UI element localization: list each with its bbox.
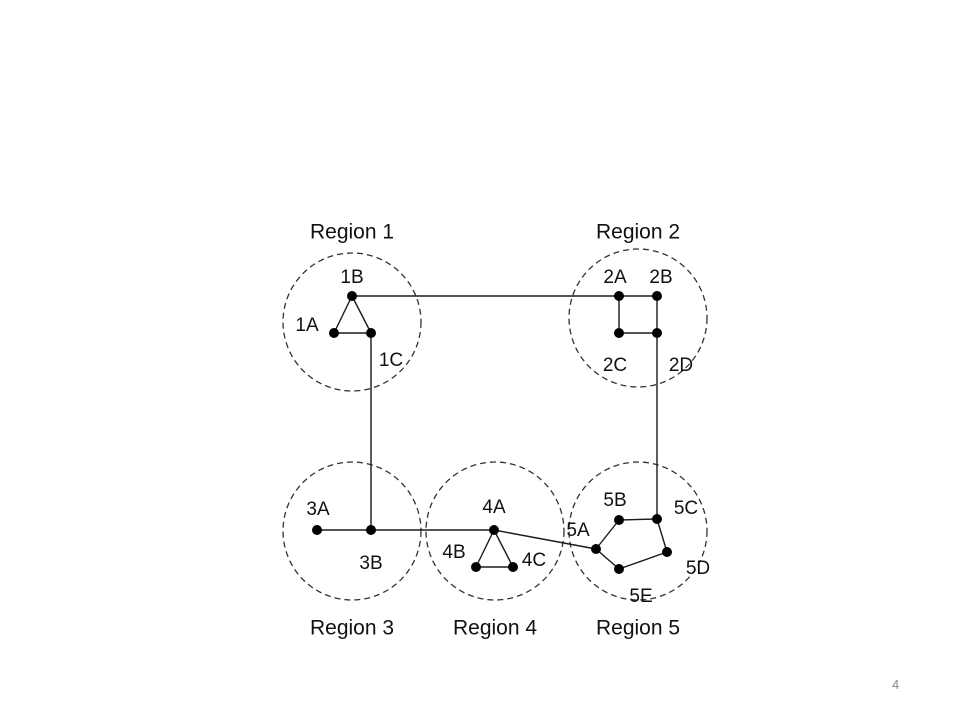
node-2B <box>652 291 662 301</box>
node-label-2B: 2B <box>649 267 672 288</box>
node-label-2D: 2D <box>669 355 693 376</box>
node-5B <box>614 515 624 525</box>
region-label-r5: Region 5 <box>596 617 680 640</box>
region-boundary-r2 <box>568 248 708 388</box>
node-5C <box>652 514 662 524</box>
node-4B <box>471 562 481 572</box>
node-4C <box>508 562 518 572</box>
node-2A <box>614 291 624 301</box>
edge-5B-5C <box>618 518 658 521</box>
node-label-3A: 3A <box>306 499 330 520</box>
node-label-1A: 1A <box>295 315 319 336</box>
edge-4A-5A <box>493 529 597 550</box>
node-label-5B: 5B <box>603 490 626 511</box>
region-label-r3: Region 3 <box>310 617 394 640</box>
node-label-1C: 1C <box>379 350 403 371</box>
edge-4A-4C <box>493 529 514 568</box>
node-label-2A: 2A <box>603 267 627 288</box>
region-boundary-r4 <box>425 461 565 601</box>
region-label-r4: Region 4 <box>453 617 537 640</box>
edge-5D-5E <box>618 551 668 570</box>
node-label-5C: 5C <box>674 498 698 519</box>
edge-5C-5D <box>656 518 668 553</box>
node-5A <box>591 544 601 554</box>
region-boundary-r3 <box>282 461 422 601</box>
node-4A <box>489 525 499 535</box>
region-label-r2: Region 2 <box>596 221 680 244</box>
node-5D <box>662 547 672 557</box>
slide-page-number: 4 <box>892 677 900 692</box>
node-label-2C: 2C <box>603 355 627 376</box>
node-5E <box>614 564 624 574</box>
edge-1B-1C <box>351 295 372 334</box>
node-label-5D: 5D <box>686 558 710 579</box>
node-label-5A: 5A <box>566 520 590 541</box>
node-label-4A: 4A <box>482 497 506 518</box>
node-1C <box>366 328 376 338</box>
labels-layer: Region 1 Region 2 Region 3 Region 4 Region 5… <box>295 221 710 640</box>
node-1A <box>329 328 339 338</box>
nodes-layer <box>312 291 672 574</box>
regions-layer <box>282 248 708 601</box>
node-3B <box>366 525 376 535</box>
node-label-4C: 4C <box>522 550 546 571</box>
node-label-4B: 4B <box>442 542 465 563</box>
node-2C <box>614 328 624 338</box>
node-label-3B: 3B <box>359 553 382 574</box>
edge-5A-5E <box>595 548 620 570</box>
edge-4A-4B <box>475 529 495 568</box>
region-label-r1: Region 1 <box>310 221 394 244</box>
edge-1A-1B <box>333 295 353 334</box>
node-1B <box>347 291 357 301</box>
edges-layer <box>317 295 668 570</box>
node-label-1B: 1B <box>340 267 363 288</box>
region-boundary-r1 <box>282 252 422 392</box>
node-2D <box>652 328 662 338</box>
region-boundary-r5 <box>568 461 708 601</box>
edge-5A-5B <box>595 519 620 550</box>
node-label-5E: 5E <box>629 586 652 607</box>
node-3A <box>312 525 322 535</box>
